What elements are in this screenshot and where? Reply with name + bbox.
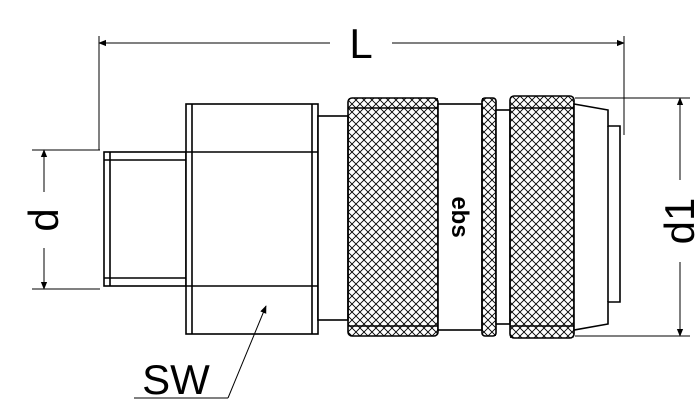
coupling-body: ebs	[103, 95, 621, 339]
length-label: L	[349, 20, 372, 67]
thread-diameter-dimension: d	[20, 149, 100, 290]
narrow-knurled-ring-fill	[482, 98, 496, 336]
wrench-size-callout: SW	[134, 305, 267, 403]
threaded-nipple	[103, 151, 187, 287]
hex-nut	[185, 103, 319, 335]
sw-leader-line	[227, 305, 267, 399]
wrench-size-label: SW	[142, 356, 210, 403]
length-dimension: L	[98, 20, 625, 150]
front-nose	[573, 103, 621, 331]
ring-gap	[495, 109, 511, 325]
outer-diameter-label: d1	[656, 198, 700, 245]
knurled-sleeve-left-fill	[348, 98, 438, 336]
knurled-sleeve-right-fill	[510, 96, 574, 338]
outer-diameter-dimension: d1	[575, 97, 700, 337]
thread-diameter-label: d	[20, 208, 67, 231]
neck	[317, 115, 349, 321]
brand-logo: ebs	[446, 196, 473, 237]
